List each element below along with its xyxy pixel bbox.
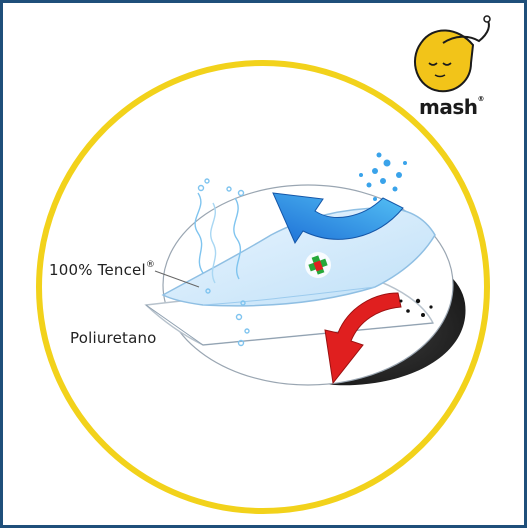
water-arrow-icon	[272, 192, 404, 245]
sleeping-moon-icon	[414, 15, 491, 93]
water-droplets	[359, 152, 407, 201]
pointer-tencel	[154, 270, 200, 288]
medical-cross-icon	[305, 252, 331, 278]
bubbles-icon	[194, 178, 250, 347]
label-tencel: 100% Tencel®	[49, 260, 156, 279]
brand-logo: mash®	[419, 95, 484, 119]
label-polyurethane: Poliuretano	[70, 329, 157, 347]
red-arrow-icon	[324, 292, 402, 385]
yellow-ring	[36, 60, 490, 514]
diagram-canvas	[36, 15, 491, 514]
particles	[399, 298, 433, 317]
